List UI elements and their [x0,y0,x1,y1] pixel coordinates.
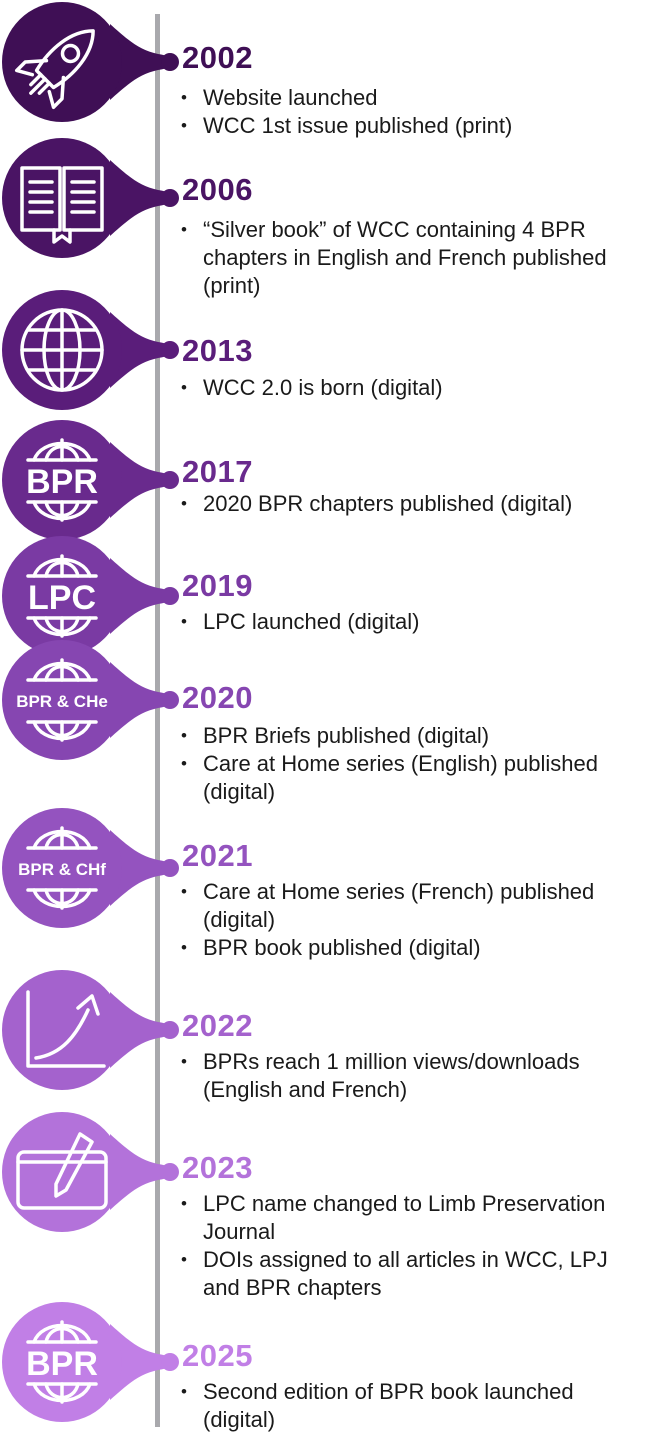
growth-chart-icon [2,970,179,1090]
globe-bpr-icon: BPR [2,420,179,540]
year-label: 2025 [182,1338,253,1373]
globe-bpr-chf-icon: BPR & CHf [2,808,179,928]
milestone-item: Website launched [178,84,512,112]
year-label: 2022 [182,1008,253,1043]
badge-label: BPR [26,1345,98,1383]
globe-bpr-icon: BPR [2,1302,179,1422]
globe-lpc-icon: LPC [2,536,179,656]
milestone-list: Care at Home series (French) published(d… [178,878,594,962]
open-book-icon [2,138,179,258]
milestone-list: LPC launched (digital) [178,608,419,636]
milestone-item: Second edition of BPR book launched(digi… [178,1378,574,1434]
milestone-item: BPRs reach 1 million views/downloads(Eng… [178,1048,580,1104]
milestone-list: Second edition of BPR book launched(digi… [178,1378,574,1434]
globe-icon [2,290,179,410]
badge-label: BPR [26,463,98,501]
timeline-axis [155,14,160,1427]
milestone-list: BPRs reach 1 million views/downloads(Eng… [178,1048,580,1104]
milestone-list: BPR Briefs published (digital)Care at Ho… [178,722,598,806]
milestone-list: 2020 BPR chapters published (digital) [178,490,572,518]
milestone-item: LPC name changed to Limb PreservationJou… [178,1190,608,1246]
milestone-item: WCC 1st issue published (print) [178,112,512,140]
milestone-list: “Silver book” of WCC containing 4 BPRcha… [178,216,607,300]
badge-label: BPR & CHe [16,692,108,711]
year-label: 2006 [182,172,253,207]
milestone-item: “Silver book” of WCC containing 4 BPRcha… [178,216,607,300]
milestone-list: Website launchedWCC 1st issue published … [178,84,512,140]
badge-label: BPR & CHf [18,860,106,879]
milestone-item: 2020 BPR chapters published (digital) [178,490,572,518]
milestone-item: Care at Home series (English) published(… [178,750,598,806]
year-label: 2021 [182,838,253,873]
year-label: 2013 [182,333,253,368]
rocket-icon [2,2,179,122]
globe-bpr-che-icon: BPR & CHe [2,640,179,760]
milestone-list: WCC 2.0 is born (digital) [178,374,443,402]
milestone-item: WCC 2.0 is born (digital) [178,374,443,402]
year-label: 2017 [182,454,253,489]
milestone-item: BPR book published (digital) [178,934,594,962]
year-label: 2023 [182,1150,253,1185]
milestone-item: BPR Briefs published (digital) [178,722,598,750]
year-label: 2020 [182,680,253,715]
milestone-item: LPC launched (digital) [178,608,419,636]
milestone-list: LPC name changed to Limb PreservationJou… [178,1190,608,1302]
badge-label: LPC [28,579,96,617]
year-label: 2002 [182,40,253,75]
tablet-pen-icon [2,1112,179,1232]
milestone-item: DOIs assigned to all articles in WCC, LP… [178,1246,608,1302]
milestone-item: Care at Home series (French) published(d… [178,878,594,934]
year-label: 2019 [182,568,253,603]
